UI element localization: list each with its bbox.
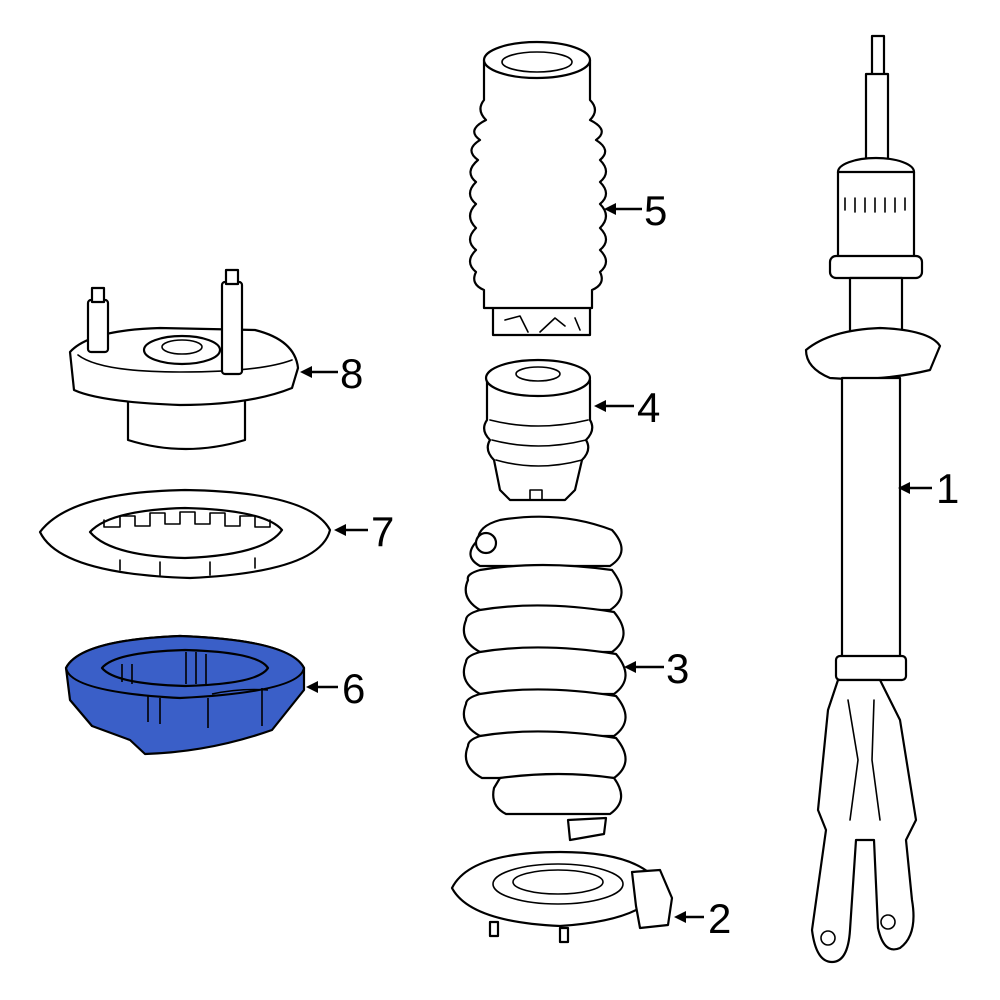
callout-2: 2 [708,895,731,942]
callout-1: 1 [936,465,959,512]
callout-3: 3 [666,645,689,692]
part-spring-insulator [64,634,306,756]
callout-7: 7 [371,508,394,555]
part-lower-spring-seat [450,850,674,944]
callout-arrows [300,203,932,923]
callout-6: 6 [342,665,365,712]
part-upper-insulator [38,488,332,580]
callout-8: 8 [340,350,363,397]
part-bump-stop [483,358,594,502]
callout-4: 4 [637,384,660,431]
part-strut [804,34,942,964]
part-strut-mount [68,268,300,451]
part-coil-spring [462,515,627,842]
part-dust-boot [468,40,608,337]
callout-5: 5 [644,187,667,234]
